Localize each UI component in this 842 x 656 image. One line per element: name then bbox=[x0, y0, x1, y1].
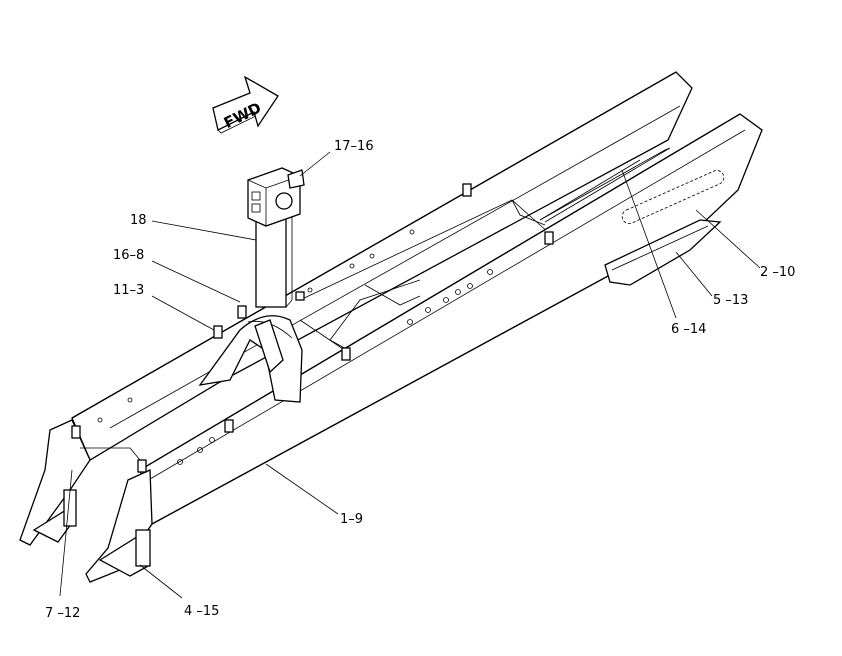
callout-7-12: 7 –12 bbox=[45, 606, 80, 621]
callout-17-16: 17–16 bbox=[334, 139, 374, 154]
callout-5-13: 5 –13 bbox=[713, 293, 748, 308]
callout-16-8: 16–8 bbox=[113, 248, 144, 263]
callout-2-10: 2 –10 bbox=[760, 265, 795, 280]
inner-web bbox=[299, 159, 641, 356]
clip-brackets bbox=[71, 183, 554, 473]
vertical-post bbox=[255, 211, 293, 308]
callout-4-15: 4 –15 bbox=[184, 604, 219, 619]
callout-1-9: 1–9 bbox=[340, 512, 363, 527]
bottom-plate bbox=[604, 219, 722, 286]
callout-6-14: 6 –14 bbox=[671, 322, 706, 337]
pivot-bracket bbox=[198, 315, 303, 403]
callout-labels: 17–16 18 16–8 11–3 2 –10 5 –13 6 –14 1–9… bbox=[45, 139, 795, 621]
callout-11-3: 11–3 bbox=[113, 283, 144, 298]
front-side-rail bbox=[139, 113, 763, 525]
front-leg bbox=[85, 469, 153, 583]
long-bar bbox=[539, 147, 671, 223]
callout-18: 18 bbox=[130, 213, 147, 228]
sight-box bbox=[247, 167, 305, 227]
leader-lines bbox=[59, 151, 761, 599]
fwd-arrow-icon: FWD bbox=[212, 75, 279, 134]
bolt-holes bbox=[97, 229, 493, 465]
oval-slot bbox=[621, 170, 725, 224]
